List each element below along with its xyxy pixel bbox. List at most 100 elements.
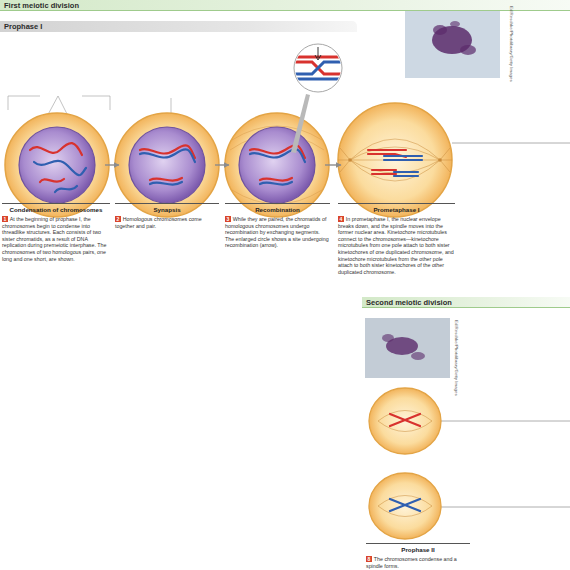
spindle-pole — [348, 158, 352, 162]
chromosome — [250, 149, 305, 162]
stage-description: 4In prometaphase I, the nuclear envelope… — [338, 216, 455, 275]
chromosome — [394, 172, 418, 176]
section-header: First meiotic division — [0, 0, 570, 11]
micrograph-chromosomes — [432, 21, 476, 55]
callout-number: 1 — [2, 216, 8, 222]
stage-title: Synapsis — [115, 203, 219, 213]
fiber — [378, 411, 432, 432]
fiber — [350, 139, 440, 160]
flow-line — [452, 143, 570, 144]
stage-caption: Prophase II8The chromosomes condense and… — [366, 543, 470, 569]
stage-description: 8The chromosomes condense and a spindle … — [366, 556, 470, 569]
chromosome — [390, 414, 420, 426]
chromosome — [40, 179, 64, 182]
fiber — [350, 147, 440, 160]
cell — [5, 113, 109, 217]
chromosome — [390, 414, 420, 426]
stage-description: 1At the beginning of prophase I, the chr… — [2, 216, 110, 262]
header-text: First meiotic division — [4, 1, 79, 10]
micrograph — [405, 4, 500, 78]
spindle — [378, 496, 432, 517]
stage-caption: Recombination 3While they are paired, the… — [225, 203, 330, 249]
stage-caption: Condensation of chromosomes 1At the begin… — [2, 203, 110, 262]
chromosomes — [250, 145, 305, 184]
chromosome — [30, 143, 82, 155]
spindle — [378, 411, 432, 432]
flow-arrow — [325, 164, 341, 165]
flow-arrow — [105, 164, 119, 165]
spindle-pole — [438, 158, 442, 162]
crossover-arrow — [315, 47, 321, 60]
chromosome — [55, 186, 77, 192]
chromosome — [390, 499, 420, 511]
callout-number: 2 — [115, 216, 121, 222]
nucleus — [239, 127, 315, 203]
photo-credit: Ed Reschke/Photolibrary/Getty Images — [454, 320, 459, 396]
chromosome-blob — [460, 45, 476, 55]
stage-caption: Synapsis 2Homologous chromosomes come tog… — [115, 203, 219, 229]
stage-panel: Prometaphase I4In prometaphase I, the nu… — [341, 106, 449, 214]
callout-number: 8 — [366, 556, 372, 562]
cell — [369, 473, 441, 539]
flow-line — [440, 507, 570, 508]
chromosome — [368, 149, 406, 151]
stage-description: 2Homologous chromosomes come together an… — [115, 216, 219, 229]
chromosome — [150, 178, 182, 181]
stage-title: Prometaphase I — [338, 203, 455, 213]
chromatid — [294, 62, 342, 74]
cell — [338, 103, 452, 217]
stage-title: Recombination — [225, 203, 330, 213]
spindle-fibers — [230, 126, 324, 204]
micrograph — [365, 318, 450, 378]
aster — [338, 148, 452, 172]
chromosome — [34, 161, 86, 175]
description-text: At the beginning of prophase I, the chro… — [2, 216, 106, 262]
chromosome-blob — [433, 25, 447, 35]
cell — [225, 113, 329, 217]
chromosome — [260, 182, 292, 185]
chromosome — [372, 170, 396, 174]
stage-panel: Prophase II8The chromosomes condense and… — [368, 386, 443, 540]
nucleus — [19, 127, 95, 203]
bracket-line — [82, 96, 110, 110]
fiber — [350, 160, 440, 161]
chromatid — [294, 62, 342, 74]
callout-number: 4 — [338, 216, 344, 222]
flow-arrow — [215, 164, 229, 165]
micrograph-chromosomes — [382, 334, 425, 360]
description-text: In prometaphase I, the nuclear envelope … — [338, 216, 454, 275]
fiber — [378, 496, 432, 517]
spindle — [338, 139, 452, 181]
stage-panel: Recombination3While they are paired, the… — [229, 117, 325, 213]
stage-panel: Condensation of chromosomes1At the begin… — [9, 117, 105, 213]
chromosome — [140, 149, 195, 162]
chromosome-blob — [382, 334, 394, 342]
callout-number: 3 — [225, 216, 231, 222]
description-text: While they are paired, the chromatids of… — [225, 216, 329, 248]
header-text: Second meiotic division — [366, 298, 452, 307]
chromatid — [294, 78, 342, 81]
stage-caption: Prometaphase I 4In prometaphase I, the nu… — [338, 203, 455, 275]
nucleus — [129, 127, 205, 203]
zoom-pointer — [291, 94, 310, 153]
chromosome-blob — [450, 21, 460, 27]
flow-line — [440, 421, 570, 422]
cell — [115, 113, 219, 217]
stage-panel: Synapsis2Homologous chromosomes come tog… — [119, 117, 215, 213]
stage-title: Condensation of chromosomes — [2, 203, 110, 213]
chromosome — [150, 182, 182, 185]
phase-header: Prophase I — [0, 21, 357, 32]
chromosome — [384, 159, 422, 161]
chromosomes — [30, 143, 86, 192]
chromosome-blob — [411, 352, 425, 360]
description-text: The chromosomes condense and a spindle f… — [366, 556, 457, 569]
section-header: Second meiotic division — [362, 297, 570, 308]
chromosomes — [140, 145, 195, 184]
fiber — [350, 160, 440, 181]
stage-description: 3While they are paired, the chromatids o… — [225, 216, 330, 249]
photo-credit: Ed Reschke/Photolibrary/Getty Images — [509, 6, 514, 82]
header-text: Prophase I — [4, 22, 42, 31]
